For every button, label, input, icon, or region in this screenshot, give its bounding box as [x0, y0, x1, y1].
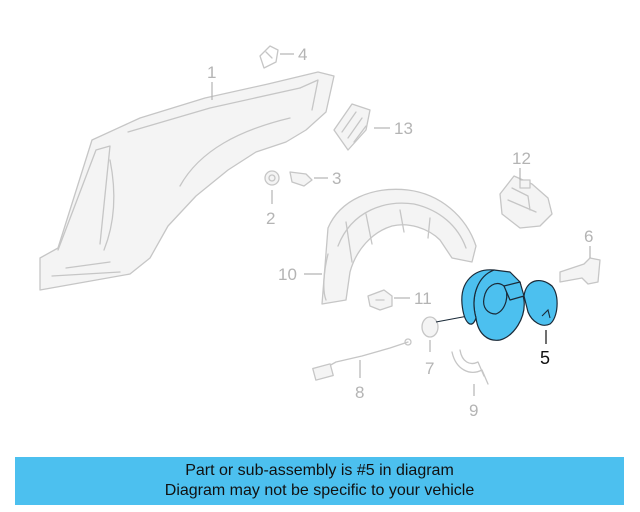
- liner-bolt: [367, 289, 393, 311]
- bolt: [264, 170, 280, 186]
- hinge-bracket: [499, 175, 553, 229]
- grommet: [421, 316, 439, 338]
- callout-7: 7: [425, 359, 434, 378]
- screw: [289, 171, 313, 187]
- release-rod: [435, 315, 469, 323]
- callout-3: 3: [332, 169, 341, 188]
- drain-hose: [451, 349, 489, 385]
- vent-grille: [333, 103, 371, 151]
- callout-12: 12: [512, 149, 531, 168]
- callout-13: 13: [394, 119, 413, 138]
- clip: [259, 45, 279, 69]
- release-cable: [312, 338, 412, 381]
- callout-2: 2: [266, 209, 275, 228]
- notice-line-disclaimer: Diagram may not be specific to your vehi…: [164, 482, 475, 499]
- callout-10: 10: [278, 265, 297, 284]
- callout-11: 11: [414, 289, 432, 308]
- callout-5: 5: [540, 348, 550, 368]
- notice-banner: Part or sub-assembly is #5 in diagram Di…: [15, 457, 624, 505]
- parts-diagram: 1 4 13 2 3 12 6 10 11 7 8 9 5: [39, 45, 601, 420]
- callout-4: 4: [298, 45, 307, 64]
- fuel-door-assembly: [435, 269, 558, 341]
- callout-8: 8: [355, 383, 364, 402]
- callout-9: 9: [469, 401, 478, 420]
- wheelhouse-liner: [321, 188, 477, 305]
- callout-6: 6: [584, 227, 593, 246]
- notice-line-part: Part or sub-assembly is #5 in diagram: [185, 462, 454, 479]
- callout-1: 1: [207, 63, 216, 82]
- quarter-panel: [39, 71, 335, 291]
- stud: [559, 257, 601, 285]
